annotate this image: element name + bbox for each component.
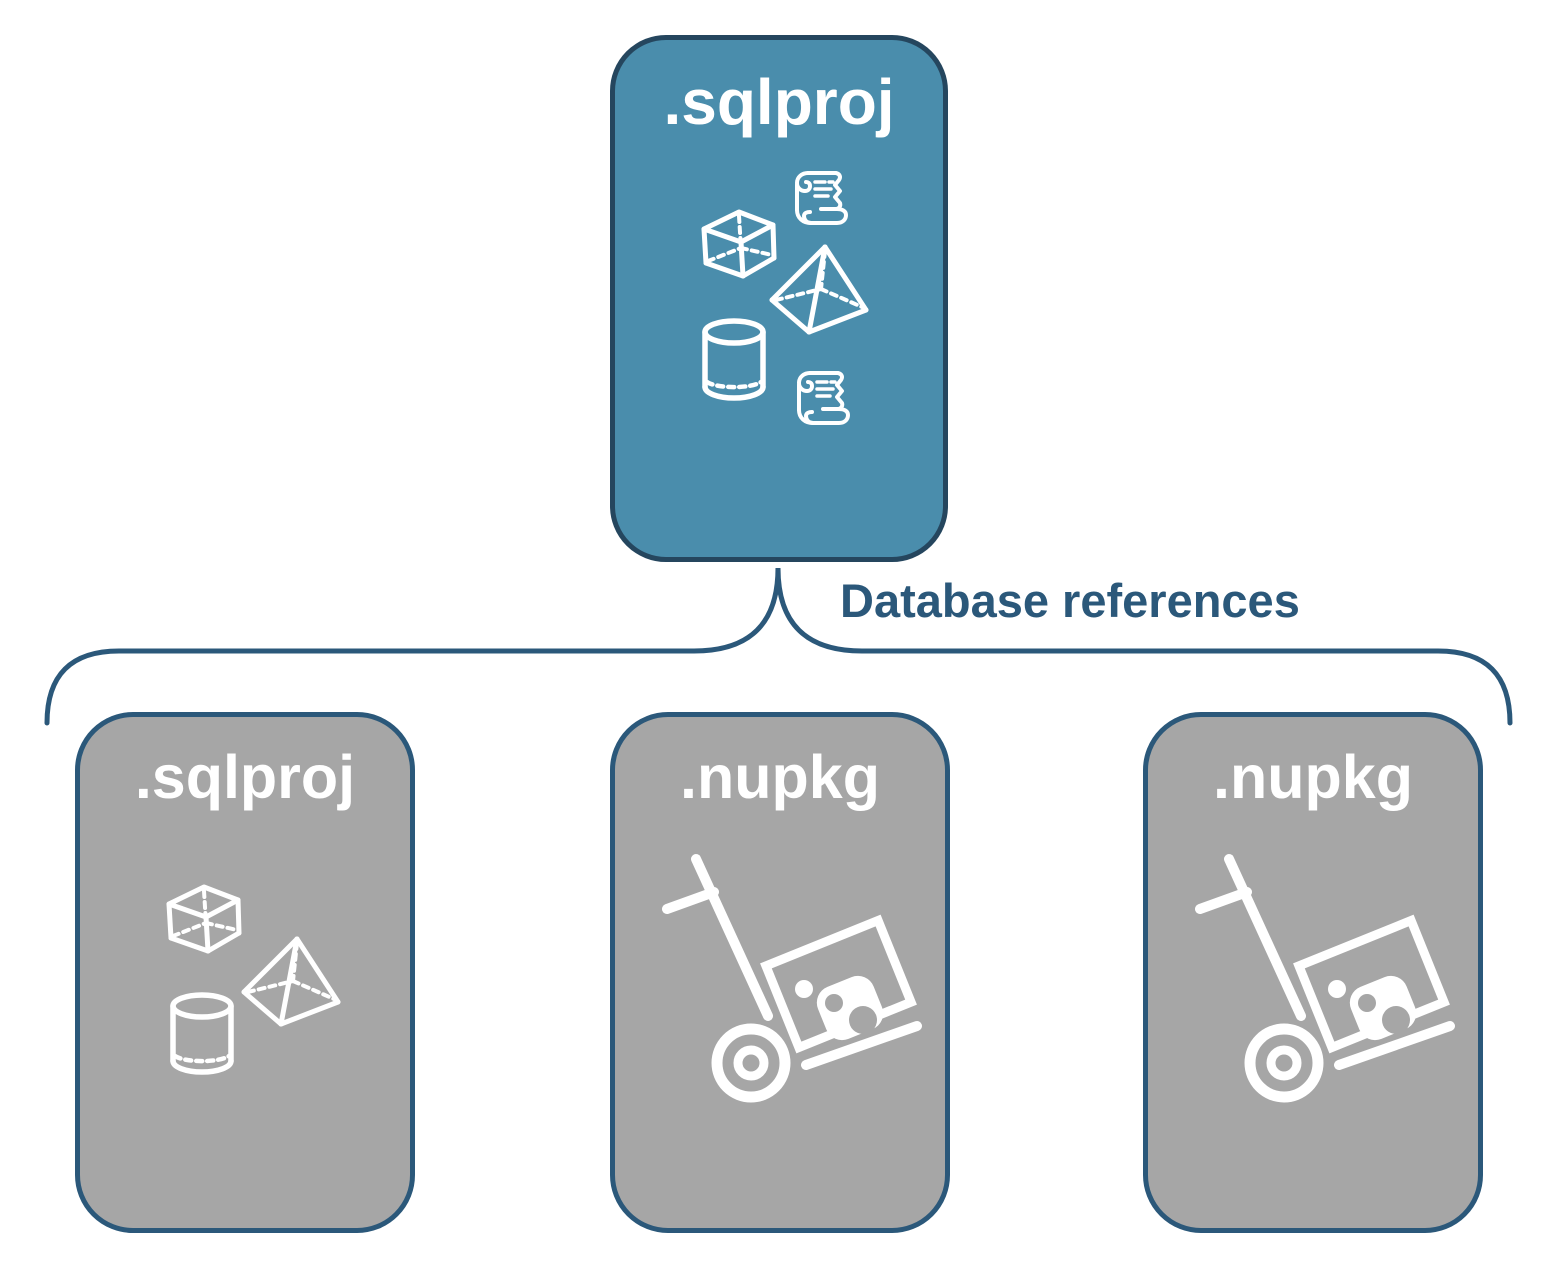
nuget-package-dolly-icon xyxy=(615,717,945,1228)
node-nupkg-child-1: .nupkg xyxy=(610,712,950,1233)
cylinder-icon xyxy=(173,995,231,1072)
hand-truck-icon xyxy=(667,859,917,1097)
sql-project-objects-graphic xyxy=(80,717,410,1228)
node-sqlproj-root: .sqlproj xyxy=(610,35,948,562)
node-title: .sqlproj xyxy=(134,743,356,811)
node-title: .sqlproj xyxy=(663,66,895,138)
node-title: .nupkg xyxy=(680,743,880,811)
node-nupkg-child-2: .nupkg xyxy=(1143,712,1483,1233)
cube-icon xyxy=(169,887,239,951)
pyramid-icon xyxy=(244,939,338,1024)
nuget-package-dolly-icon xyxy=(1148,717,1478,1228)
hand-truck-icon xyxy=(1200,859,1450,1097)
node-sqlproj-child: .sqlproj xyxy=(75,712,415,1233)
connector-label: Database references xyxy=(840,574,1300,627)
node-title: .nupkg xyxy=(1213,743,1413,811)
